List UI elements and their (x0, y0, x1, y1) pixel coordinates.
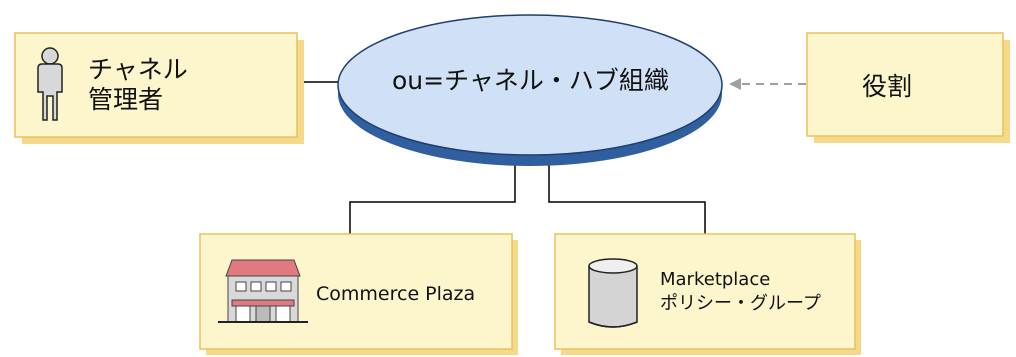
channel-admin-label-line1: チャネル (88, 55, 188, 84)
role-label: 役割 (862, 72, 913, 101)
storefront-icon (218, 259, 308, 323)
channel-admin-box (14, 32, 304, 144)
ou-ellipse (337, 14, 723, 166)
ou-label: ou=チャネル・ハブ組織 (392, 66, 669, 95)
connector-ou-marketplace (548, 163, 706, 237)
marketplace-label-line2: ポリシー・グループ (660, 293, 821, 314)
commerce-plaza-label: Commerce Plaza (316, 283, 476, 305)
role-box (806, 32, 1010, 143)
channel-admin-label: チャネル 管理者 (88, 55, 188, 115)
marketplace-label-line1: Marketplace (660, 269, 771, 290)
person-icon (37, 47, 63, 121)
connector-ou-plaza (349, 163, 516, 237)
marketplace-label: Marketplace ポリシー・グループ (660, 268, 821, 316)
database-icon (588, 258, 638, 328)
channel-admin-label-line2: 管理者 (88, 85, 164, 114)
arrowhead-icon (729, 78, 741, 90)
